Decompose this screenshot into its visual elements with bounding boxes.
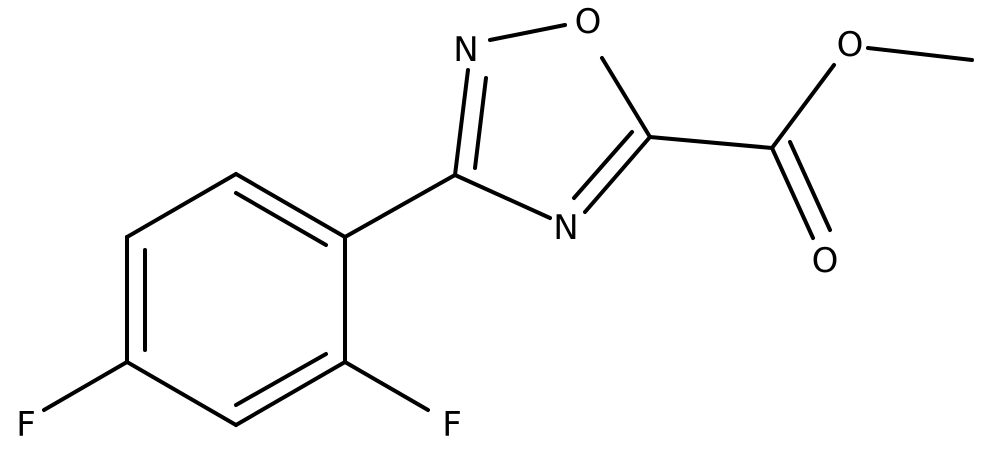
bond-c5-c6 bbox=[234, 360, 347, 427]
bond-c4-c5 bbox=[125, 360, 238, 427]
atom-label-o-carbonyl: O bbox=[812, 241, 839, 281]
atom-label-n2: N bbox=[453, 30, 478, 70]
bond-c6-f bbox=[343, 360, 430, 412]
bond-aryl-oxadiazole bbox=[343, 173, 457, 239]
benzene-ring bbox=[125, 172, 347, 427]
bond-carbonyl-c-o bbox=[770, 63, 836, 150]
double-bond-inner-c1-c2 bbox=[234, 191, 328, 247]
bond-c3-n2 bbox=[453, 68, 470, 177]
double-bond-c3-n2-inner bbox=[473, 76, 488, 170]
atom-label-n4: N bbox=[553, 208, 578, 248]
methyl-ester bbox=[648, 46, 974, 240]
atom-label-o-ester: O bbox=[837, 25, 864, 65]
bond-c5-carbonyl-c bbox=[648, 135, 774, 150]
bond-o-methyl bbox=[866, 46, 974, 62]
bond-carbonyl-double-2 bbox=[788, 140, 832, 232]
bond-carbonyl-double-1 bbox=[770, 146, 815, 240]
double-bond-c5-n4-inner bbox=[572, 130, 634, 200]
oxadiazole-ring bbox=[453, 23, 652, 220]
bond-n2-o1 bbox=[488, 23, 567, 42]
bond-c4-f bbox=[42, 360, 129, 412]
atom-label-f-para: F bbox=[16, 405, 36, 445]
bond-o1-c5 bbox=[600, 56, 652, 139]
double-bond-inner-c5-c6 bbox=[234, 352, 328, 407]
atom-label-f-ortho: F bbox=[442, 405, 462, 445]
bond-c2-c3 bbox=[125, 172, 238, 239]
atom-label-o1: O bbox=[575, 2, 602, 42]
bond-c1-c2 bbox=[234, 172, 347, 239]
bond-n4-c3 bbox=[453, 173, 552, 220]
bond-c5-n4 bbox=[583, 135, 652, 214]
